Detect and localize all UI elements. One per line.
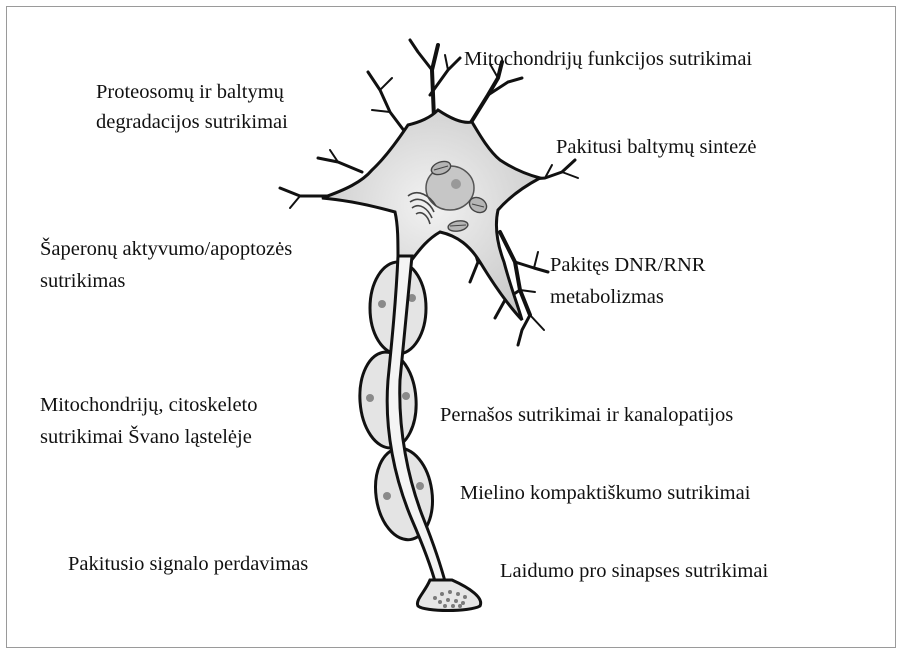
- label-schwann-line1: Mitochondrijų, citoskeleto: [40, 390, 258, 420]
- label-chaperone-line1: Šaperonų aktyvumo/apoptozės: [40, 234, 292, 264]
- label-dna-rna-line2: metabolizmas: [550, 282, 664, 312]
- label-protein-synthesis: Pakitusi baltymų sintezė: [556, 132, 756, 162]
- axon-terminal: [417, 580, 480, 611]
- label-synapse: Laidumo pro sinapses sutrikimai: [500, 556, 768, 586]
- label-myelin: Mielino kompaktiškumo sutrikimai: [460, 478, 750, 508]
- label-proteasome-line2: degradacijos sutrikimai: [96, 107, 288, 137]
- label-chaperone-line2: sutrikimas: [40, 266, 125, 296]
- label-schwann-line2: sutrikimai Švano ląstelėje: [40, 422, 252, 452]
- label-dna-rna-line1: Pakitęs DNR/RNR: [550, 250, 705, 280]
- label-transport: Pernašos sutrikimai ir kanalopatijos: [440, 400, 733, 430]
- label-proteasome-line1: Proteosomų ir baltymų: [96, 77, 284, 107]
- label-mitochondrial-function: Mitochondrijų funkcijos sutrikimai: [464, 44, 752, 74]
- nucleolus: [451, 179, 461, 189]
- label-signal: Pakitusio signalo perdavimas: [68, 549, 308, 579]
